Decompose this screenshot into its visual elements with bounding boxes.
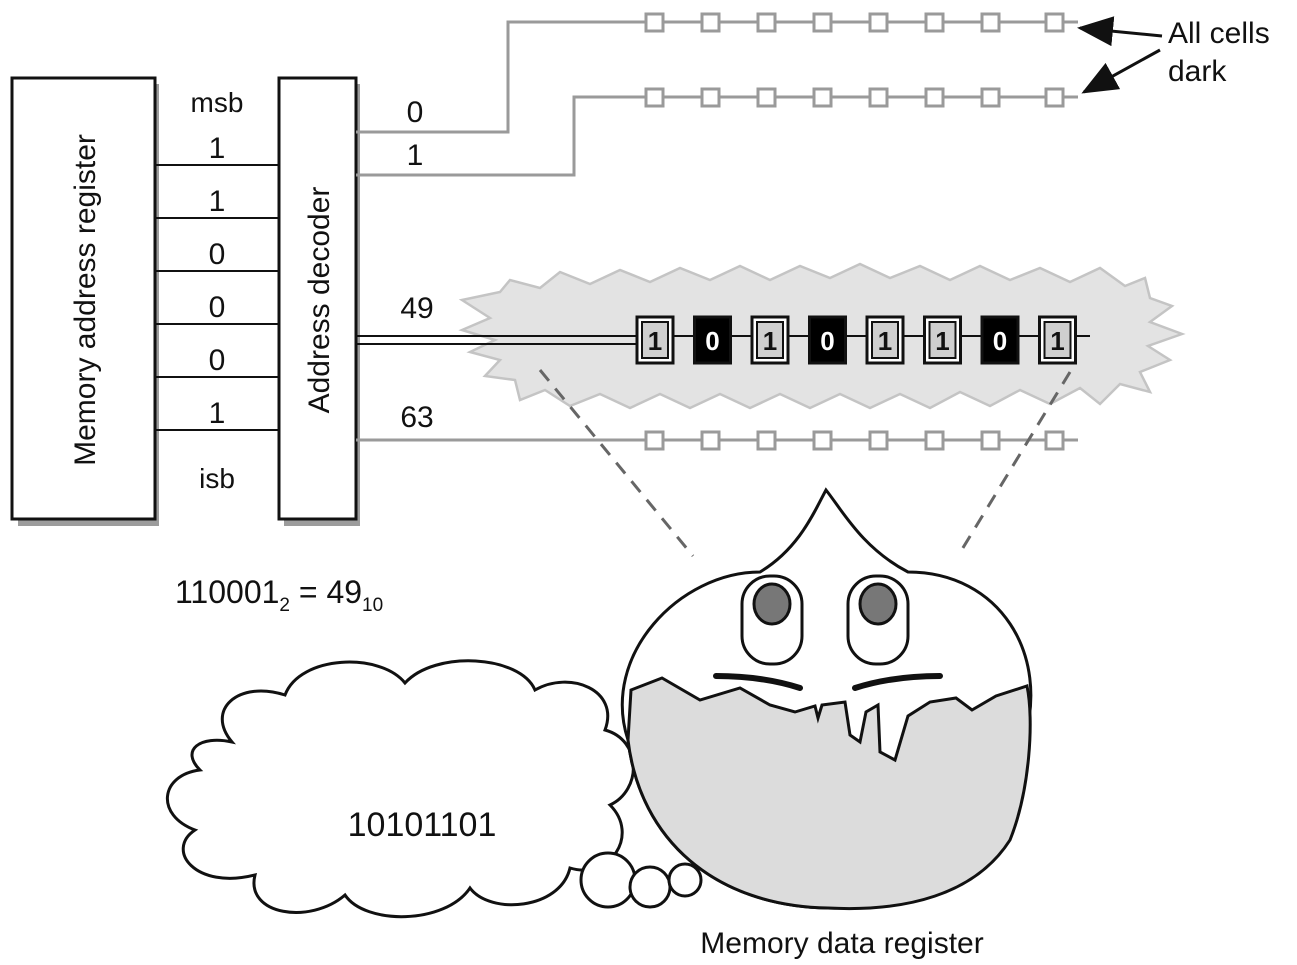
memory-cell: 0	[808, 315, 847, 365]
memory-cell-frame	[693, 315, 732, 365]
memory-cell-inner	[1043, 321, 1072, 359]
projection-lines	[538, 369, 1072, 557]
memory-cell-value: 0	[705, 326, 719, 356]
memory-cells-row-1	[644, 87, 1065, 108]
bit-value: 0	[209, 291, 226, 324]
binary-equation: 1100012 = 4910	[175, 574, 383, 616]
memory-data-register-character	[620, 487, 1033, 911]
memory-cell-value: 1	[878, 326, 892, 356]
memory-cell-frame	[980, 315, 1020, 365]
memory-cell-inner	[641, 321, 669, 359]
thought-dot-small	[667, 862, 703, 898]
lsb-label: isb	[199, 463, 235, 494]
memory-data-register-caption: Memory data register	[700, 927, 983, 960]
decoder-output-63-label: 63	[400, 401, 433, 434]
thought-cloud	[166, 659, 635, 919]
thought-dot-large	[579, 851, 637, 909]
bit-value: 1	[209, 185, 226, 218]
memory-cell: 0	[693, 315, 732, 365]
memory-cells-row-63	[644, 430, 1065, 451]
decoder-output-0-label: 0	[407, 96, 424, 129]
annotation-line-2: dark	[1168, 55, 1227, 88]
equation-base-subscript: 2	[279, 595, 290, 616]
memory-cell: 1	[750, 315, 790, 365]
memory-cells-row-0	[644, 12, 1065, 33]
memory-cell: 0	[980, 315, 1020, 365]
word-line-0	[356, 12, 1078, 134]
thought-bubble: 10101101	[166, 659, 703, 919]
memory-cell: 1	[635, 315, 675, 365]
equation-base-number: 110001	[175, 574, 279, 610]
memory-cell: 1	[865, 315, 905, 365]
memory-cell-value: 1	[763, 326, 777, 356]
memory-cell-frame	[808, 315, 847, 365]
all-cells-dark-annotation: All cells dark	[1077, 16, 1270, 94]
memory-cell: 1	[923, 315, 962, 365]
word-line-63	[356, 430, 1078, 451]
memory-address-register-label: Memory address register	[69, 134, 102, 466]
equation-result: 49	[326, 574, 362, 610]
left-eye	[740, 574, 804, 666]
memory-cell-value: 1	[648, 326, 662, 356]
memory-cell-value: 0	[993, 326, 1007, 356]
decoder-output-1-label: 1	[407, 139, 424, 172]
right-brow	[852, 673, 943, 691]
thought-dot-medium	[628, 865, 672, 909]
character-body-shade	[626, 676, 1032, 911]
equation-result-subscript: 10	[362, 595, 383, 616]
bit-value: 1	[209, 397, 226, 430]
equation-equals: =	[290, 574, 326, 610]
address-decoder-label: Address decoder	[303, 187, 336, 414]
annotation-line-1: All cells	[1168, 17, 1270, 50]
memory-address-register: Memory address register	[10, 76, 159, 526]
selected-word-cells: 1 0 1 0 1 1 0 1	[635, 315, 1077, 365]
memory-cell-value: 0	[820, 326, 834, 356]
msb-label: msb	[191, 87, 244, 118]
memory-cell-inner	[928, 321, 957, 359]
bit-value: 0	[209, 238, 226, 271]
bit-value: 0	[209, 344, 226, 377]
left-brow	[713, 673, 803, 691]
memory-cell: 1	[1038, 315, 1077, 365]
address-decoder: Address decoder	[277, 76, 360, 526]
word-line-1	[356, 87, 1078, 177]
memory-cell-value: 1	[1050, 326, 1064, 356]
bit-value: 1	[209, 132, 226, 165]
memory-cell-inner	[756, 321, 784, 359]
memory-cell-inner	[871, 321, 899, 359]
right-eye	[846, 574, 910, 666]
thought-bubble-text: 10101101	[348, 806, 497, 844]
decoder-output-49-label: 49	[400, 292, 433, 325]
bit-lines	[155, 164, 279, 431]
memory-cell-value: 1	[935, 326, 949, 356]
